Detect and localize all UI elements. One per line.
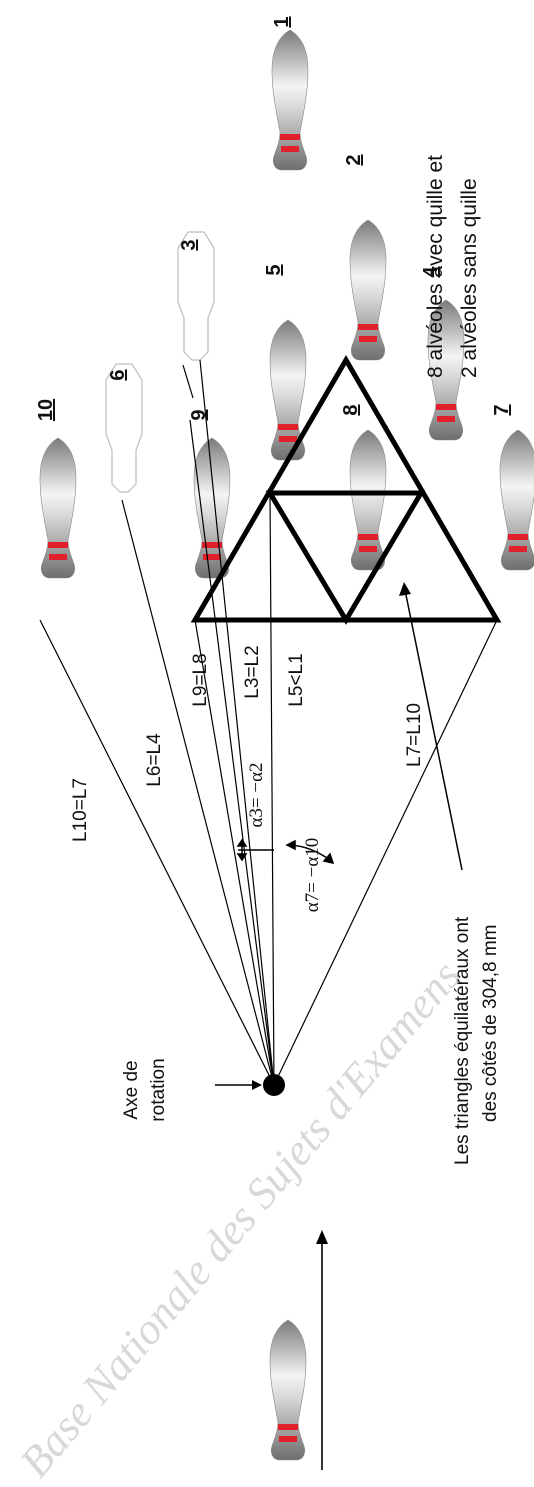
pin-incoming bbox=[269, 1319, 307, 1461]
triangle-note-arrow bbox=[404, 589, 463, 871]
pin-8 bbox=[349, 429, 387, 571]
watermark: Base Nationale des Sujets d'Examens bbox=[10, 952, 470, 1487]
triangle-note-line1: Les triangles équilatéraux ont bbox=[452, 916, 473, 1165]
pin-number-2: 2 bbox=[343, 154, 365, 165]
pin-number-8: 8 bbox=[340, 404, 362, 415]
pin-number-9: 9 bbox=[188, 409, 210, 420]
label-alpha3: α3= −α2 bbox=[246, 762, 267, 827]
label-l10-l7: L10=L7 bbox=[70, 778, 91, 842]
rotation-axis-dot bbox=[263, 1074, 285, 1096]
axis-label-line1: Axe de bbox=[121, 1060, 142, 1119]
angle-arcs bbox=[236, 838, 335, 865]
header-note-line2: 2 alvéoles sans quille bbox=[458, 178, 481, 378]
pin-2 bbox=[349, 219, 387, 361]
motion-arrowhead bbox=[316, 1230, 328, 1244]
rotation-lines bbox=[39, 359, 498, 1086]
triangle-note-line2: des côtés de 304,8 mm bbox=[480, 925, 501, 1123]
empty-pocket-6 bbox=[105, 363, 143, 493]
label-alpha7: α7= −α10 bbox=[302, 838, 323, 913]
pin-9 bbox=[193, 437, 231, 579]
label-l6-l4: L6=L4 bbox=[144, 733, 165, 787]
pin-number-5: 5 bbox=[263, 264, 285, 275]
label-l3-l2: L3=L2 bbox=[242, 645, 263, 698]
pin-number-3: 3 bbox=[178, 239, 200, 250]
label-l5-l1: L5<L1 bbox=[286, 653, 307, 706]
pin-1 bbox=[271, 29, 309, 171]
equilateral-triangles bbox=[190, 355, 502, 625]
pin-10 bbox=[39, 437, 77, 579]
pin-number-1: 1 bbox=[271, 16, 293, 27]
header-note-line1: 8 alvéoles avec quille et bbox=[424, 155, 447, 378]
pin-number-6: 6 bbox=[107, 369, 129, 380]
pin-number-7: 7 bbox=[491, 404, 513, 415]
label-l7-l10: L7=L10 bbox=[404, 703, 425, 767]
axis-label-line2: rotation bbox=[148, 1058, 169, 1121]
pin-number-10: 10 bbox=[35, 399, 57, 421]
connector-line-9 bbox=[182, 364, 194, 399]
axis-pointer-arrowhead bbox=[252, 1080, 262, 1090]
label-l9-l8: L9=L8 bbox=[190, 653, 211, 706]
pin-number-4: 4 bbox=[420, 266, 442, 278]
triangle-note-arrowhead bbox=[399, 582, 411, 596]
pin-7 bbox=[499, 429, 534, 571]
